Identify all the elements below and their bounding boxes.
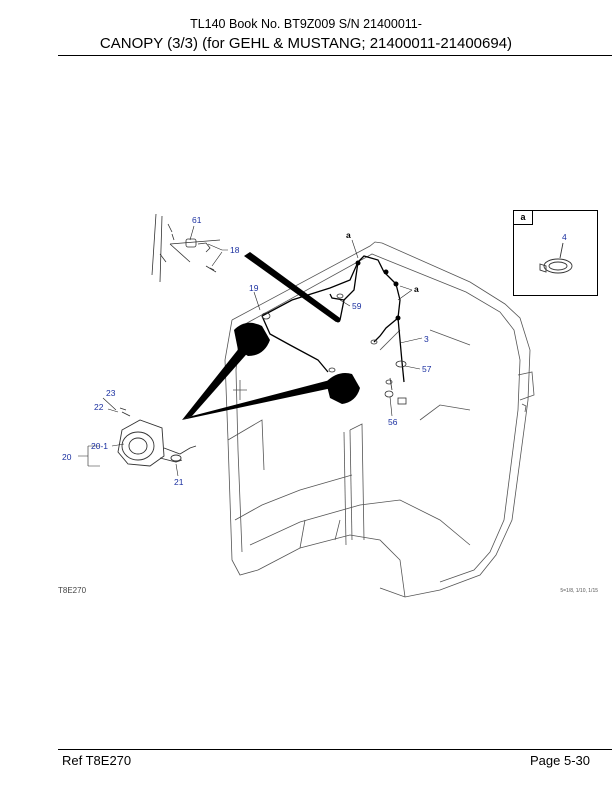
lamp-assembly-20 [117, 407, 197, 467]
harness-clips [335, 260, 401, 323]
bolt-parts [151, 213, 221, 283]
figure-code: T8E270 [58, 586, 87, 595]
arrow-shapes [182, 252, 340, 420]
callout-20: 20 [62, 452, 72, 462]
clamp-part-4 [539, 242, 573, 274]
callout-23: 23 [106, 388, 116, 398]
document-title: CANOPY (3/3) (for GEHL & MUSTANG; 214000… [99, 35, 513, 52]
detail-ref-a-right: a [414, 284, 419, 294]
callout-61: 61 [192, 215, 202, 225]
callout-57: 57 [422, 364, 432, 374]
detail-ref-a-top: a [346, 230, 351, 240]
footer-ref: Ref T8E270 [62, 753, 132, 768]
callout-19: 19 [249, 283, 259, 293]
inset-tag: a [514, 211, 533, 225]
callout-22: 22 [94, 402, 104, 412]
wiring-harness [261, 255, 405, 383]
figure-small-code: 5=1/8, 1/10, 1/15 [560, 588, 598, 594]
callout-4: 4 [562, 232, 567, 242]
work-lamps [234, 322, 360, 404]
small-parts [261, 293, 407, 405]
header-rule [58, 55, 612, 56]
canopy-frame [224, 241, 535, 598]
footer-page: Page 5-30 [530, 753, 590, 768]
callout-20-1: 20-1 [91, 441, 108, 451]
callout-59: 59 [352, 301, 362, 311]
leader-lines [78, 225, 423, 477]
callout-18: 18 [230, 245, 240, 255]
footer-rule [58, 749, 612, 750]
detail-inset-a: a [513, 210, 598, 296]
callout-21: 21 [174, 477, 184, 487]
callout-56: 56 [388, 417, 398, 427]
document-header-line1: TL140 Book No. BT9Z009 S/N 21400011- [190, 17, 422, 31]
callout-3: 3 [424, 334, 429, 344]
